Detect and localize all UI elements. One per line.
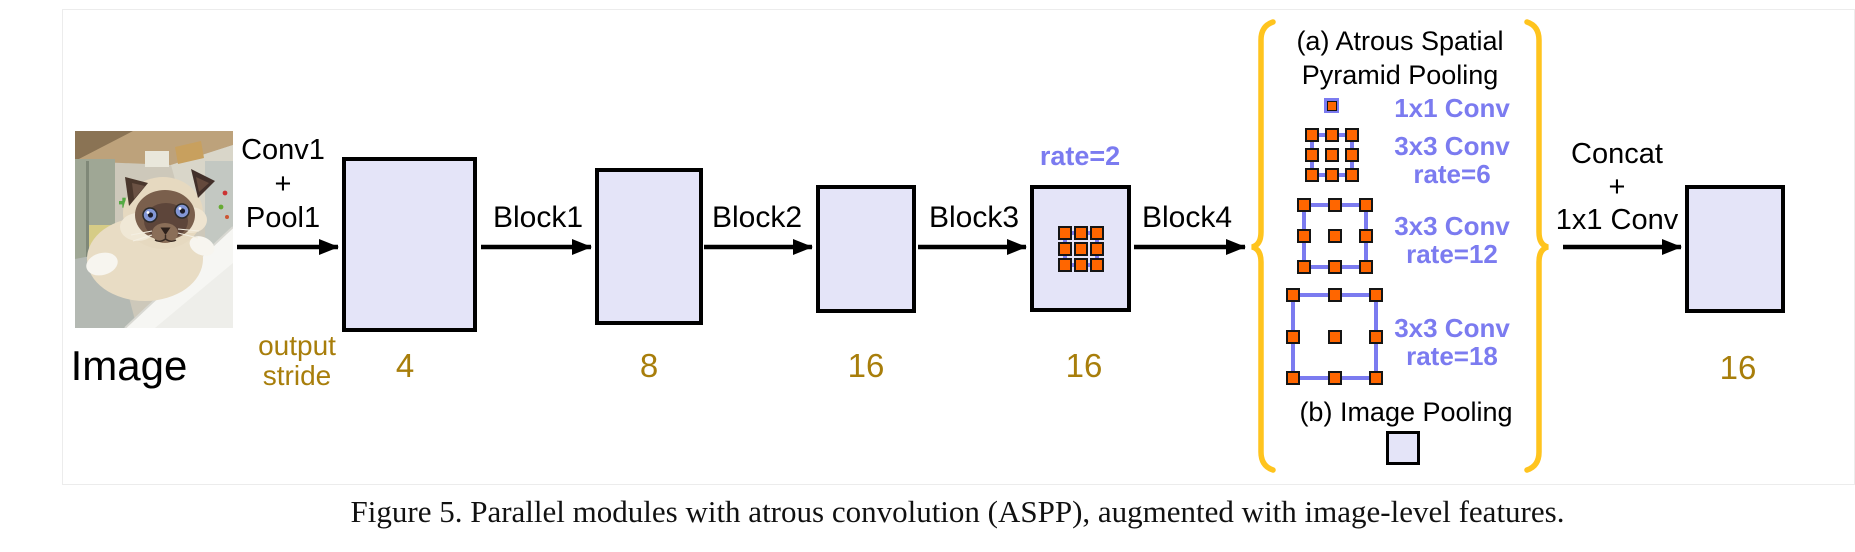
input-cat-photo — [75, 131, 233, 328]
image-pooling-icon — [1386, 431, 1420, 465]
aspp-rate6-kernel-icon — [1305, 128, 1359, 182]
aspp-rate18-kernel-icon — [1286, 288, 1383, 385]
stride-value-block2: 8 — [639, 347, 659, 384]
concat-label: Concat + 1x1 Conv — [1555, 138, 1679, 236]
aspp-branch-label-rate18: 3x3 Conv rate=18 — [1394, 313, 1510, 371]
stride-value-block4: 16 — [1065, 347, 1103, 384]
output-feature-map — [1685, 185, 1785, 313]
block4-arrow-label: Block4 — [1141, 201, 1233, 234]
aspp-rate12-kernel-icon — [1297, 198, 1373, 274]
stride-value-block1: 4 — [395, 347, 415, 384]
aspp-branch-label-rate6: 3x3 Conv rate=6 — [1394, 131, 1510, 189]
block1-feature-map — [342, 157, 477, 332]
aspp-branch-label-1x1: 1x1 Conv — [1394, 93, 1510, 123]
aspp-branch-label-rate12: 3x3 Conv rate=12 — [1394, 211, 1510, 269]
figure-caption: Figure 5. Parallel modules with atrous c… — [350, 494, 1565, 529]
stride-value-block3: 16 — [847, 347, 885, 384]
block4-atrous-kernel-icon — [1058, 226, 1104, 272]
conv-pool-label: Conv1 + Pool1 — [241, 134, 325, 234]
stride-value-output: 16 — [1719, 349, 1757, 386]
figure-panel-border — [62, 9, 1855, 485]
aspp-1x1-conv-icon — [1324, 98, 1339, 113]
image-pooling-label: (b) Image Pooling — [1299, 397, 1513, 427]
block1-arrow-label: Block1 — [492, 201, 584, 234]
aspp-title: (a) Atrous Spatial Pyramid Pooling — [1296, 26, 1504, 90]
rate2-label: rate=2 — [1039, 141, 1121, 171]
block3-arrow-label: Block3 — [928, 201, 1020, 234]
block2-feature-map — [595, 168, 703, 325]
output-stride-label: output stride — [258, 330, 336, 391]
block3-feature-map — [816, 185, 916, 313]
image-label: Image — [70, 342, 188, 389]
block2-arrow-label: Block2 — [711, 201, 803, 234]
